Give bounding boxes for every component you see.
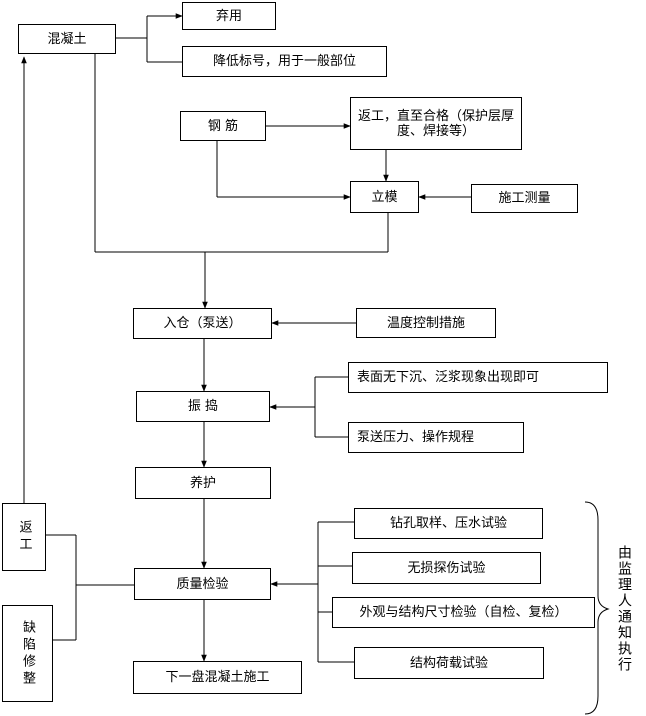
node-defect-repair-label: 缺陷修整 (20, 619, 35, 688)
node-defect-repair: 缺陷修整 (2, 605, 53, 702)
node-formwork: 立模 (350, 181, 419, 213)
node-core-test-label: 钻孔取样、压水试验 (389, 516, 507, 531)
node-appearance-test: 外观与结构尺寸检验（自检、复检） (332, 597, 595, 628)
side-note-supervisor: 由监理人通知执行 (616, 545, 632, 673)
node-rebar-label: 钢 筋 (207, 118, 239, 134)
node-ndt-test-label: 无损探伤试验 (407, 560, 486, 576)
node-rebar: 钢 筋 (180, 111, 266, 141)
node-pump-pressure: 泵送压力、操作规程 (348, 422, 524, 453)
node-pump-pressure-label: 泵送压力、操作规程 (357, 430, 475, 445)
node-vibrating-label: 振 捣 (187, 399, 219, 414)
node-curing-label: 养护 (189, 475, 216, 491)
node-survey-label: 施工测量 (498, 191, 551, 206)
node-survey: 施工测量 (471, 184, 578, 213)
node-appearance-test-label: 外观与结构尺寸检验（自检、复检） (359, 605, 568, 620)
node-placing: 入仓（泵送） (133, 308, 272, 339)
node-ndt-test: 无损探伤试验 (352, 552, 541, 584)
node-temp-control-label: 温度控制措施 (386, 315, 465, 331)
node-core-test: 钻孔取样、压水试验 (354, 508, 543, 539)
node-discard: 弃用 (182, 2, 276, 30)
node-quality-inspection: 质量检验 (134, 568, 271, 600)
right-brace (584, 501, 610, 715)
node-rework: 返工 (2, 503, 46, 571)
node-next-pour-label: 下一盘混凝土施工 (165, 670, 270, 685)
node-lower-grade: 降低标号，用于一般部位 (182, 46, 387, 77)
node-curing: 养护 (135, 467, 271, 499)
node-surface-check-label: 表面无下沉、泛浆现象出现即可 (357, 370, 540, 385)
node-lower-grade-label: 降低标号，用于一般部位 (212, 54, 356, 69)
node-vibrating: 振 捣 (136, 391, 270, 422)
node-rebar-rework-label: 返工，直至合格（保护层厚度、焊接等） (357, 108, 514, 139)
node-load-test-label: 结构荷载试验 (409, 655, 488, 671)
node-rework-label: 返工 (16, 520, 32, 554)
node-rebar-rework: 返工，直至合格（保护层厚度、焊接等） (350, 97, 522, 150)
node-formwork-label: 立模 (371, 189, 398, 205)
node-surface-check: 表面无下沉、泛浆现象出现即可 (348, 362, 608, 393)
node-next-pour: 下一盘混凝土施工 (133, 661, 302, 694)
node-concrete-label: 混凝土 (47, 31, 87, 47)
node-placing-label: 入仓（泵送） (163, 316, 242, 331)
node-quality-inspection-label: 质量检验 (176, 576, 229, 592)
node-load-test: 结构荷载试验 (354, 647, 544, 679)
node-concrete: 混凝土 (18, 24, 116, 54)
node-temp-control: 温度控制措施 (356, 308, 496, 338)
node-discard-label: 弃用 (215, 8, 242, 24)
